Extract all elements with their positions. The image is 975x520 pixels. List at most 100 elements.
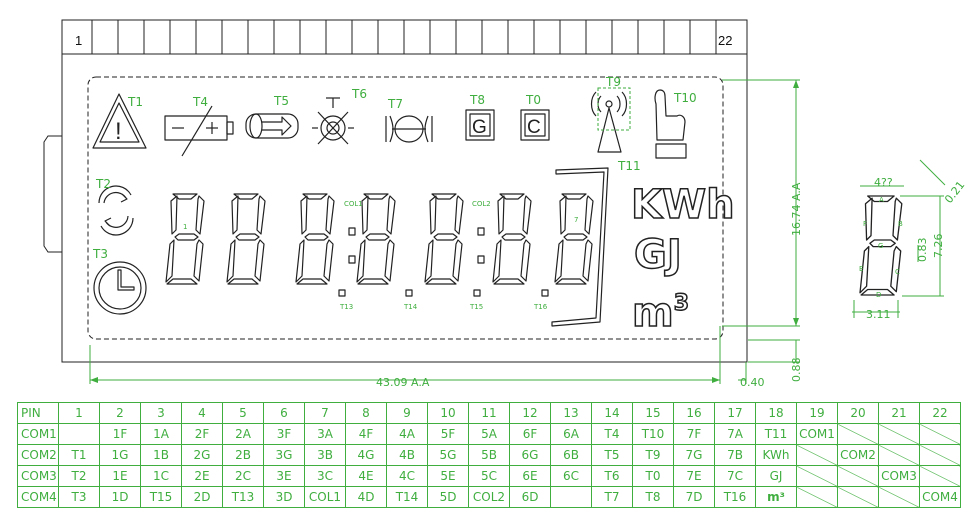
bottom-offset-label: 0.88 (790, 358, 803, 383)
table-cell: 2B (222, 444, 264, 466)
svg-text:G: G (472, 117, 487, 138)
table-cell: m³ (755, 486, 797, 508)
lcd-drawing: 1 22 ! T1 T4 T5 T6 (43, 19, 967, 389)
table-cell-empty (878, 423, 920, 445)
table-cell: 1C (140, 465, 182, 487)
table-cell: 7A (714, 423, 756, 445)
table-header-cell: 2 (99, 402, 141, 424)
table-cell: 5E (427, 465, 469, 487)
table-row-com2: COM2 T1 1G 1B 2G 2B 3G 3B 4G 4B 5G 5B 6G… (17, 444, 961, 466)
detail-angle-label: 4?? (874, 176, 893, 189)
valve-icon (312, 97, 354, 145)
table-header-cell: 20 (837, 402, 879, 424)
table-cell-empty (837, 423, 879, 445)
table-row-com4: COM4 T3 1D T15 2D T13 3D COL1 4D T14 5D … (17, 486, 961, 508)
table-cell: 2F (181, 423, 223, 445)
seg-label-e: E (859, 265, 863, 273)
icon-label-t7: T7 (387, 97, 403, 111)
table-cell: T14 (386, 486, 428, 508)
table-cell: 5F (427, 423, 469, 445)
table-cell: T2 (58, 465, 100, 487)
table-cell: T13 (222, 486, 264, 508)
table-cell: 6G (509, 444, 551, 466)
table-header-cell: 22 (919, 402, 961, 424)
table-cell: 5C (468, 465, 510, 487)
seg-label-d: D (876, 291, 881, 299)
table-cell: 6A (550, 423, 592, 445)
table-cell: T6 (591, 465, 633, 487)
table-header-cell: 12 (509, 402, 551, 424)
icon-label-t2: T2 (95, 177, 111, 191)
table-cell: 7B (714, 444, 756, 466)
table-cell: 7G (673, 444, 715, 466)
icon-label-t8: T8 (469, 93, 485, 107)
table-cell: T5 (591, 444, 633, 466)
table-cell: COL1 (304, 486, 346, 508)
table-cell: 1F (99, 423, 141, 445)
colons (348, 227, 485, 264)
table-cell: 2G (181, 444, 223, 466)
digit-detail (852, 159, 946, 318)
icon-label-t3: T3 (92, 247, 108, 261)
table-cell: 4G (345, 444, 387, 466)
table-header-cell: 17 (714, 402, 756, 424)
table-cell-empty (550, 486, 592, 508)
table-cell (58, 423, 100, 445)
width-dimension-label: 43.09 A.A (376, 376, 430, 389)
right-offset-label: 0.40 (740, 376, 765, 389)
table-cell-empty (919, 423, 961, 445)
table-cell: 5D (427, 486, 469, 508)
width-dimension (89, 326, 747, 384)
table-cell: 7F (673, 423, 715, 445)
table-cell: 4E (345, 465, 387, 487)
table-cell: 7D (673, 486, 715, 508)
icon-label-t4: T4 (192, 95, 208, 109)
digit-3 (295, 193, 335, 285)
table-cell: T7 (591, 486, 633, 508)
digit7-marker: 7 (574, 216, 578, 224)
table-row-com1: COM1 1F 1A 2F 2A 3F 3A 4F 4A 5F 5A 6F 6A… (17, 423, 961, 445)
icon-label-t16: T16 (533, 303, 548, 311)
detail-dim-311: 3.11 (866, 308, 891, 321)
table-header-cell: 9 (386, 402, 428, 424)
table-header-cell: 21 (878, 402, 920, 424)
height-dimension (722, 79, 800, 363)
table-row-com3: COM3 T2 1E 1C 2E 2C 3E 3C 4E 4C 5E 5C 6E… (17, 465, 961, 487)
table-header-cell: 1 (58, 402, 100, 424)
table-header-cell: 16 (673, 402, 715, 424)
table-cell: 6F (509, 423, 551, 445)
table-cell: T9 (632, 444, 674, 466)
pin-label-last: 22 (718, 33, 732, 48)
table-cell: T4 (591, 423, 633, 445)
table-cell: 3B (304, 444, 346, 466)
table-cell: T16 (714, 486, 756, 508)
table-cell: 2D (181, 486, 223, 508)
detail-dim-021: 0.21 (942, 179, 967, 206)
icon-label-t11: T11 (617, 159, 641, 173)
height-dimension-label: 16.74 A.A (790, 182, 803, 236)
table-header-cell: 14 (591, 402, 633, 424)
table-header-cell: 10 (427, 402, 469, 424)
seg-label-a: A (879, 196, 884, 204)
digit-1 (165, 193, 205, 285)
table-cell: 1D (99, 486, 141, 508)
table-cell-empty (878, 444, 920, 466)
table-cell: 1G (99, 444, 141, 466)
table-cell: T10 (632, 423, 674, 445)
seven-segment-digits (165, 193, 594, 285)
flow-pipe-icon (245, 113, 299, 139)
table-cell: T3 (58, 486, 100, 508)
icon-label-t0: T0 (525, 93, 541, 107)
table-cell: 3E (263, 465, 305, 487)
table-header-cell: PIN (17, 402, 59, 424)
table-header-cell: 5 (222, 402, 264, 424)
digit-2 (226, 193, 266, 285)
seg-label-g: G (878, 242, 883, 250)
table-cell: 7E (673, 465, 715, 487)
digit-7 (554, 193, 594, 285)
table-header-cell: 11 (468, 402, 510, 424)
table-cell: 4D (345, 486, 387, 508)
table-cell: T1 (58, 444, 100, 466)
unit-gj: GJ (634, 232, 682, 278)
table-cell: 4F (345, 423, 387, 445)
